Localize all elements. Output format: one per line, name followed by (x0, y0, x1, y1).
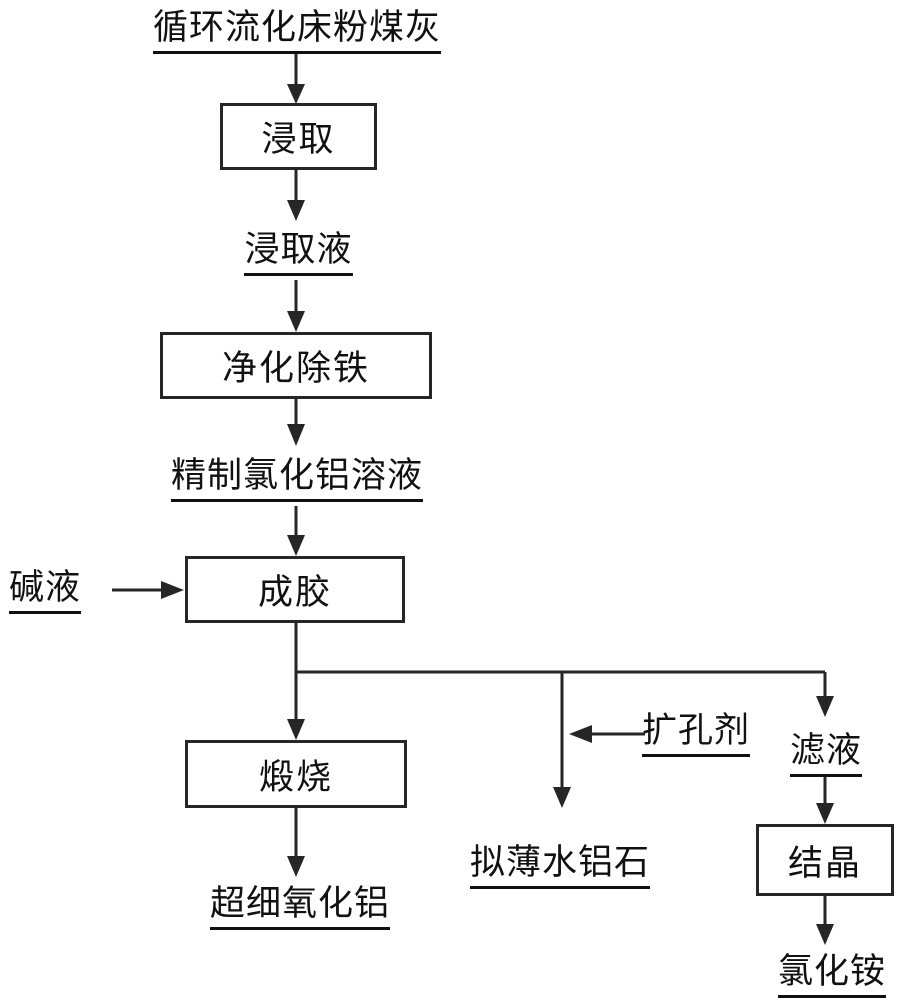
arrow-calcination-to-ultrafine-alumina (287, 808, 305, 877)
process-box-iron-removal-text: 净化除铁 (221, 349, 370, 388)
label-leachate: 浸取液 (220, 230, 377, 276)
arrow-pore-agent-to-branch (569, 725, 645, 743)
gelation-branch-connector (294, 623, 825, 674)
process-box-calcination-text: 煅烧 (258, 757, 333, 797)
arrow-leachate-to-iron-removal (287, 280, 305, 332)
arrow-filtrate-to-crystallization (816, 777, 834, 824)
process-box-leaching: 浸取 (220, 103, 377, 170)
arrow-source-to-leaching (287, 54, 305, 104)
label-ammonium-chloride: 氯化铵 (768, 952, 896, 998)
process-box-leaching-text: 浸取 (261, 120, 336, 159)
label-ultrafine-alumina-text: 超细氧化铝 (209, 884, 390, 930)
label-ammonium-chloride-text: 氯化铵 (777, 952, 886, 998)
label-alkali-solution-text: 碱液 (8, 568, 81, 614)
label-refined-solution-text: 精制氯化铝溶液 (170, 456, 423, 502)
label-refined-solution: 精制氯化铝溶液 (150, 456, 444, 502)
label-filtrate: 滤液 (788, 731, 864, 777)
process-box-gelation-text: 成胶 (257, 573, 332, 612)
process-box-gelation: 成胶 (185, 556, 405, 623)
arrow-branch-to-filtrate (816, 672, 834, 717)
label-source: 循环流化床粉煤灰 (120, 8, 474, 54)
arrow-branch-to-pseudoboehmite (553, 672, 571, 808)
arrow-alkali-to-gelation (112, 581, 184, 599)
label-pseudoboehmite: 拟薄水铝石 (465, 843, 655, 889)
arrow-branch-to-calcination (287, 672, 305, 740)
label-source-text: 循环流化床粉煤灰 (152, 8, 441, 54)
process-box-crystallization-text: 结晶 (787, 843, 862, 883)
process-box-crystallization: 结晶 (756, 824, 894, 896)
label-ultrafine-alumina: 超细氧化铝 (200, 884, 400, 930)
label-pore-expanding-agent: 扩孔剂 (638, 711, 754, 757)
label-pseudoboehmite-text: 拟薄水铝石 (469, 843, 650, 889)
arrow-iron-removal-to-refined-solution (287, 399, 305, 446)
arrow-leaching-to-leachate (287, 170, 305, 221)
label-alkali-solution: 碱液 (4, 568, 86, 614)
arrow-crystallization-to-ammonium-chloride (816, 896, 834, 945)
label-filtrate-text: 滤液 (789, 731, 862, 777)
arrow-refined-solution-to-gelation (287, 506, 305, 556)
process-box-calcination: 煅烧 (185, 740, 407, 808)
label-pore-expanding-agent-text: 扩孔剂 (641, 711, 750, 757)
label-leachate-text: 浸取液 (244, 230, 353, 276)
process-box-iron-removal: 净化除铁 (160, 332, 432, 399)
